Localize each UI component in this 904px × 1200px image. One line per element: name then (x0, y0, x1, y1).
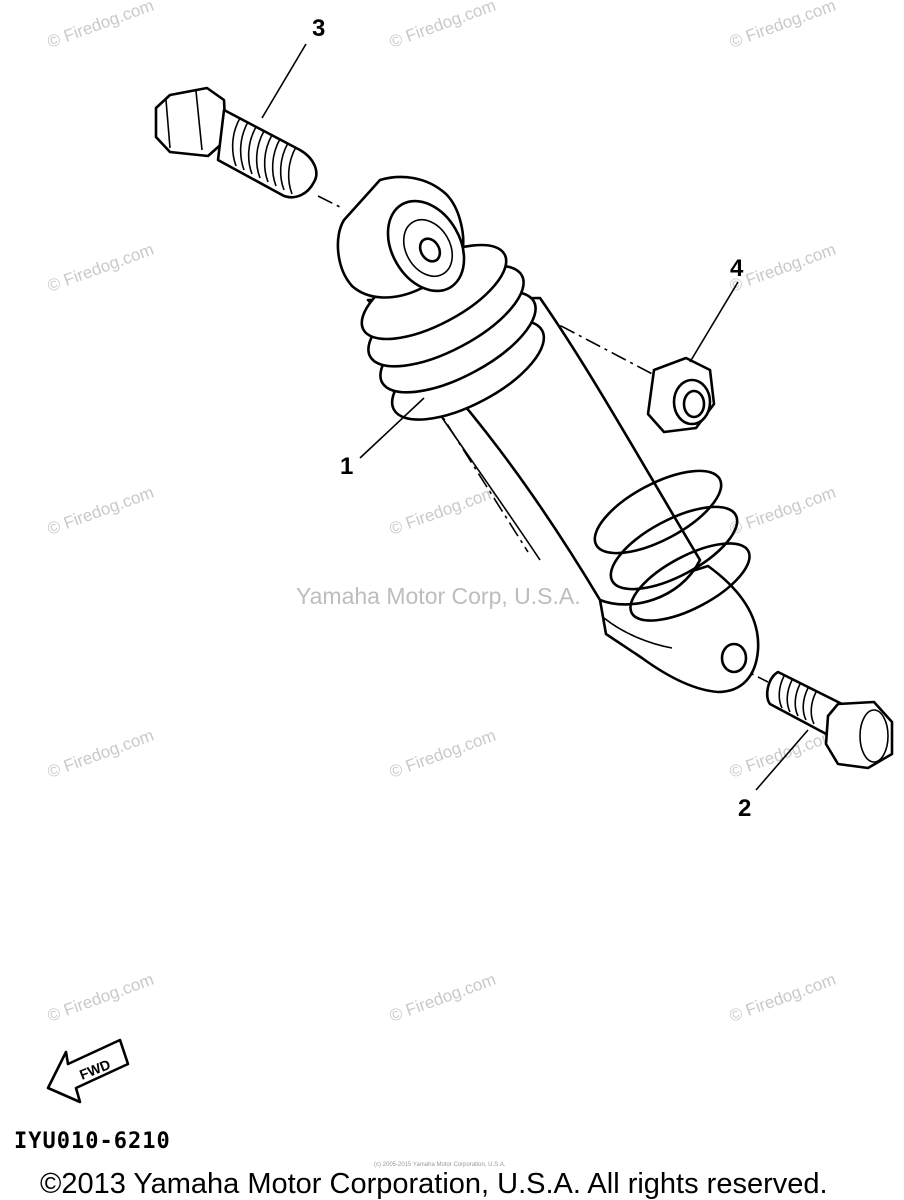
watermark: © Firedog.com (45, 970, 156, 1026)
credit-watermark: Yamaha Motor Corp, U.S.A. (296, 583, 581, 609)
callout-2: 2 (738, 795, 751, 822)
watermark: © Firedog.com (387, 0, 498, 52)
fine-print: (c) 2005-2015 Yamaha Motor Corporation, … (374, 1162, 506, 1168)
leader-lines (261, 43, 809, 791)
callout-3: 3 (312, 15, 325, 42)
fwd-arrow-icon: FWD (46, 1038, 130, 1104)
watermark: © Firedog.com (727, 970, 838, 1026)
diagram-code: IYU010-6210 (14, 1129, 171, 1154)
watermark: © Firedog.com (387, 726, 498, 782)
watermark: © Firedog.com (727, 726, 838, 782)
watermark: © Firedog.com (45, 240, 156, 296)
part-4-flange-nut (646, 356, 716, 434)
watermark: © Firedog.com (45, 0, 156, 52)
watermark: © Firedog.com (727, 240, 838, 296)
watermark: © Firedog.com (45, 726, 156, 782)
part-3-upper-bolt (154, 86, 318, 199)
watermark: © Firedog.com (387, 970, 498, 1026)
callout-4: 4 (730, 255, 744, 282)
watermark: © Firedog.com (727, 0, 838, 52)
callout-1: 1 (340, 453, 353, 480)
watermark: © Firedog.com (727, 483, 838, 539)
watermark-layer: © Firedog.com © Firedog.com © Firedog.co… (45, 0, 838, 1026)
part-1-shock-absorber (336, 175, 760, 694)
part-2-lower-bolt (765, 670, 894, 770)
copyright-notice: ©2013 Yamaha Motor Corporation, U.S.A. A… (40, 1168, 828, 1200)
watermark: © Firedog.com (45, 483, 156, 539)
watermark: © Firedog.com (387, 483, 498, 539)
